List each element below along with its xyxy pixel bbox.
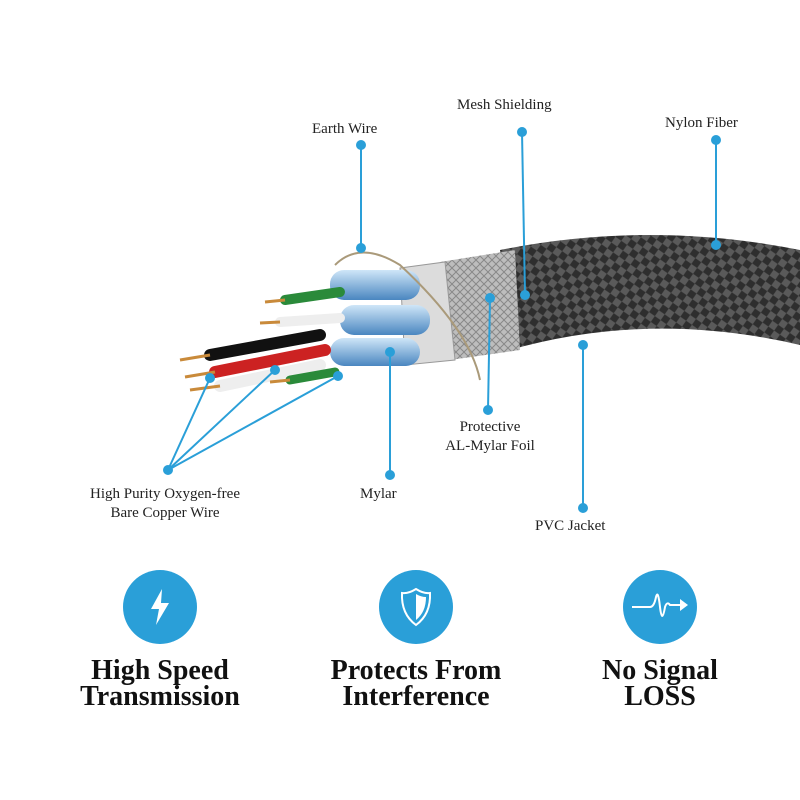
- label-copper-wire: High Purity Oxygen-free Bare Copper Wire: [50, 485, 280, 523]
- label-foil-line1: Protective: [459, 419, 521, 435]
- feature-title-line1: No Signal: [602, 655, 718, 686]
- label-mesh-shielding: Mesh Shielding: [457, 97, 552, 113]
- label-nylon-fiber: Nylon Fiber: [665, 115, 738, 131]
- label-earth-wire: Earth Wire: [312, 121, 378, 137]
- feature-title-line2: LOSS: [624, 681, 696, 712]
- label-copper-line1: High Purity Oxygen-free: [90, 486, 240, 502]
- feature-title-line2: Transmission: [80, 681, 240, 712]
- earth-wire: [334, 251, 481, 381]
- label-protective-foil: Protective AL-Mylar Foil: [420, 418, 560, 456]
- label-mylar: Mylar: [360, 486, 397, 502]
- lightning-icon: [123, 570, 197, 644]
- shield-icon: [379, 570, 453, 644]
- feature-title-line2: Interference: [342, 681, 490, 712]
- label-copper-line2: Bare Copper Wire: [110, 505, 220, 521]
- nylon-jacket: [500, 235, 800, 350]
- signal-wave-icon: [623, 570, 697, 644]
- label-pvc-jacket: PVC Jacket: [535, 518, 606, 534]
- label-foil-line2: AL-Mylar Foil: [445, 438, 535, 454]
- feature-title-line1: High Speed: [91, 655, 229, 686]
- feature-title-line1: Protects From: [330, 655, 502, 686]
